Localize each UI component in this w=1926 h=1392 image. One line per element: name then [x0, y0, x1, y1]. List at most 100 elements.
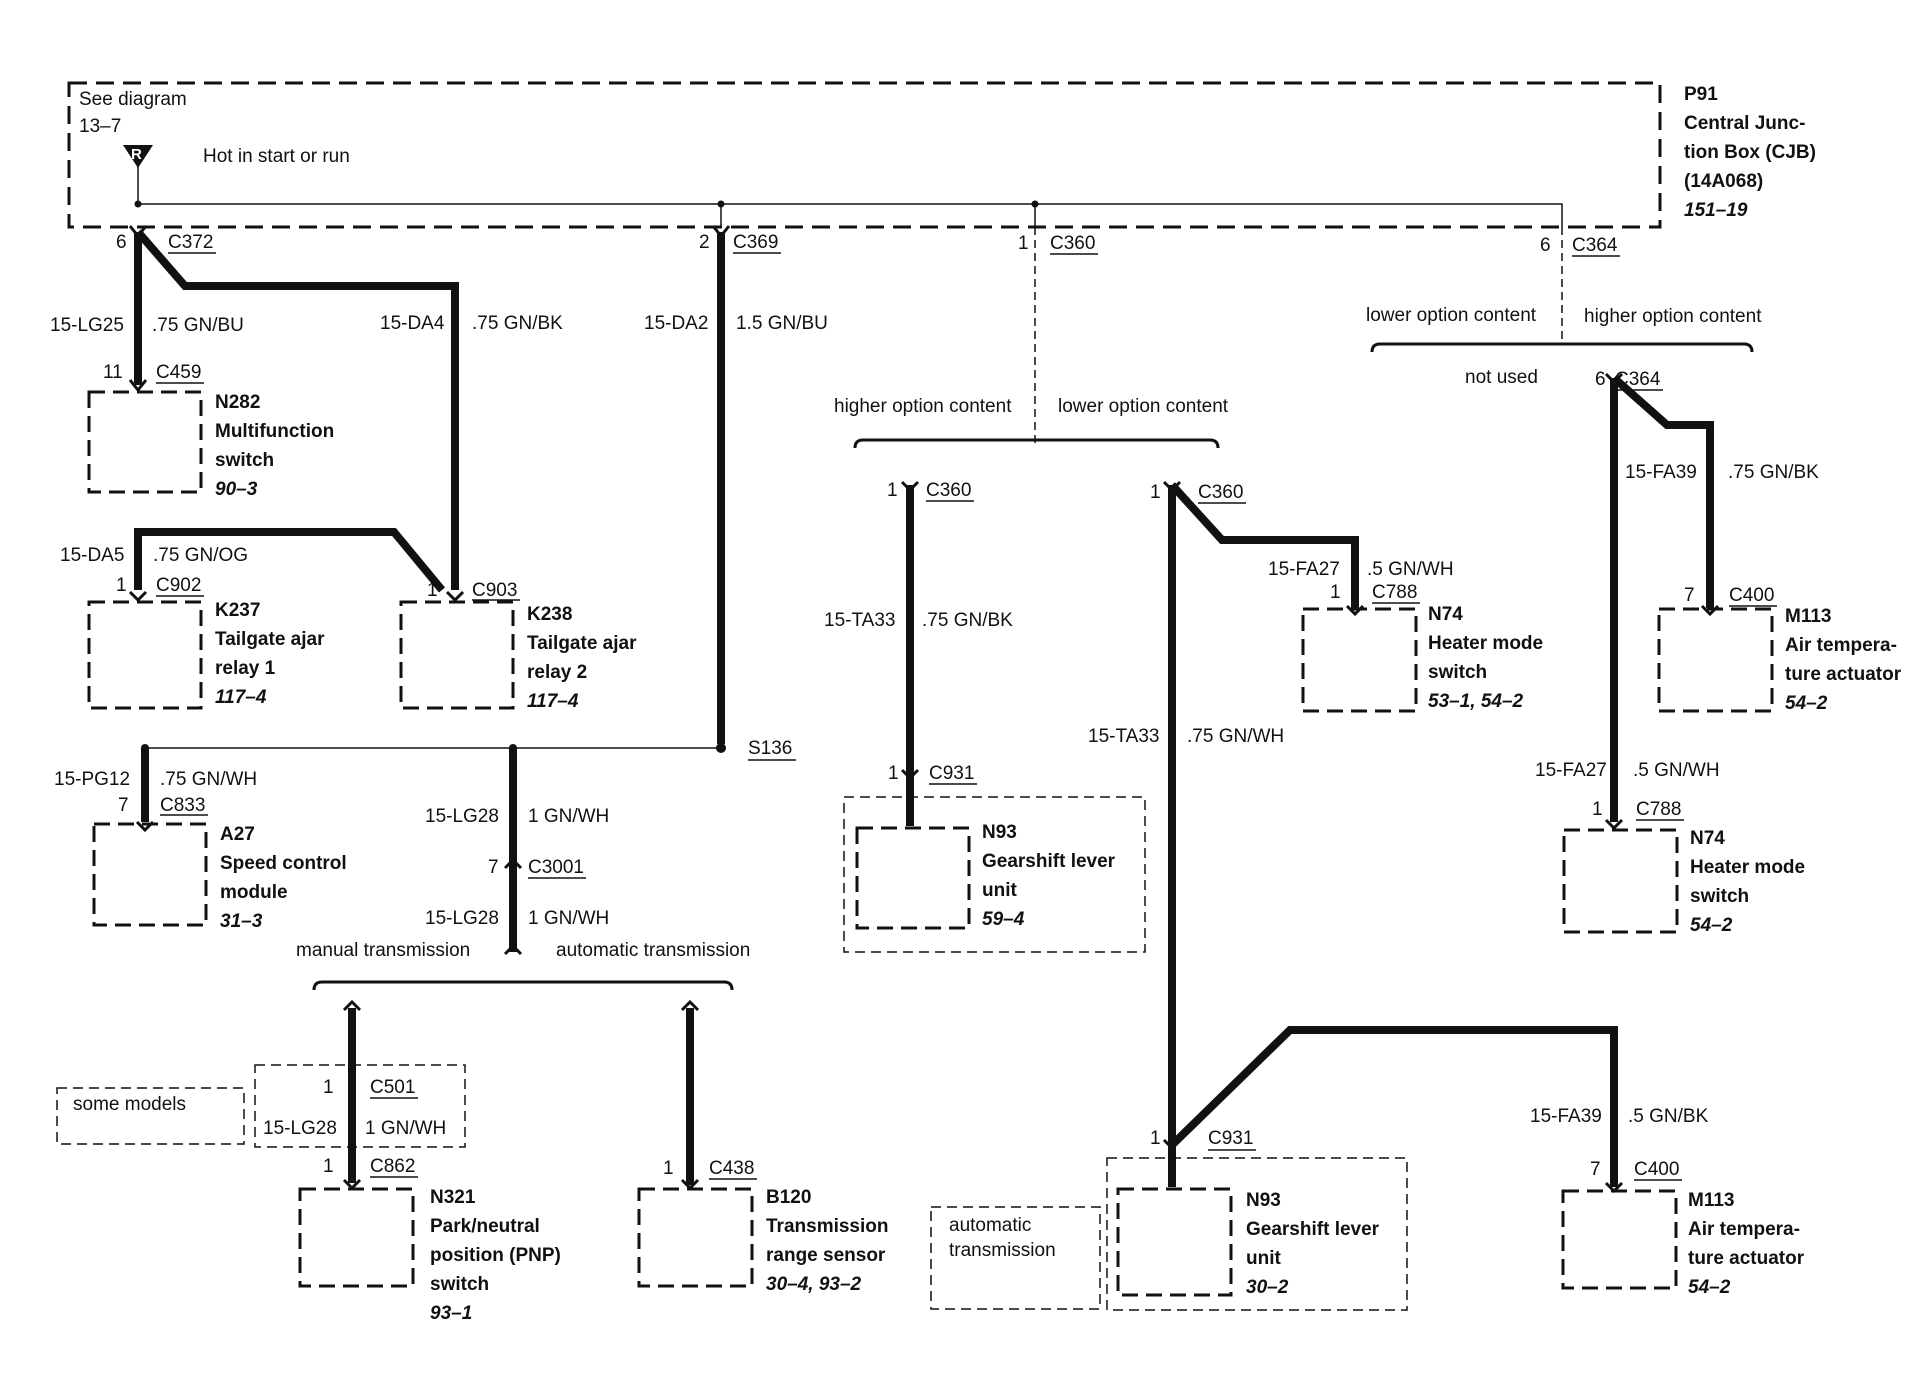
- wire-spec: 1 GN/WH: [528, 908, 610, 929]
- component-name: Air tempera-: [1785, 635, 1897, 656]
- component-name: Heater mode: [1428, 633, 1544, 654]
- pin-label: 1: [1330, 582, 1341, 603]
- box-n74-b: [1562, 828, 1679, 934]
- pin-label: 2: [699, 232, 710, 253]
- component-code: A27: [220, 824, 255, 845]
- cjb-ref: 151–19: [1684, 200, 1748, 221]
- connector-label: C862: [370, 1156, 416, 1177]
- pin-label: 1: [1018, 233, 1029, 254]
- enclosure-n93-b: [1106, 1157, 1408, 1311]
- component-name: unit: [982, 880, 1017, 901]
- component-b120: B120 Transmission range sensor 30–4, 93–…: [766, 1183, 889, 1299]
- component-name: Tailgate ajar: [215, 629, 325, 650]
- connector-label: C369: [733, 232, 779, 253]
- component-code: N74: [1690, 828, 1725, 849]
- connector-label: C3001: [528, 857, 584, 878]
- pin-label: 1: [887, 480, 898, 501]
- wire-spec: 1 GN/WH: [528, 806, 610, 827]
- wire-spec: 1.5 GN/BU: [736, 313, 828, 334]
- component-name: ture actuator: [1785, 664, 1902, 685]
- component-m113-a: M113 Air tempera- ture actuator 54–2: [1785, 602, 1901, 718]
- component-name: Multifunction: [215, 421, 335, 442]
- component-code: N282: [215, 392, 261, 413]
- component-ref: 53–1, 54–2: [1428, 691, 1524, 712]
- component-code: M113: [1688, 1190, 1735, 1211]
- cjb-code: P91: [1684, 84, 1718, 105]
- wire-spec: .5 GN/BK: [1628, 1106, 1709, 1127]
- component-a27: A27 Speed control module 31–3: [220, 820, 347, 936]
- pin-label: 7: [1590, 1159, 1601, 1180]
- component-name: Park/neutral: [430, 1216, 540, 1237]
- cjb-hot-text: Hot in start or run: [203, 146, 350, 167]
- component-ref: 117–4: [527, 691, 579, 712]
- wire-id: 15-FA27: [1535, 760, 1607, 781]
- component-n282: N282 Multifunction switch 90–3: [215, 388, 334, 504]
- splice-dot-3: [716, 743, 726, 753]
- connector-label: C400: [1729, 585, 1775, 606]
- component-ref: 30–4, 93–2: [766, 1274, 862, 1295]
- pin-label: 1: [323, 1077, 334, 1098]
- box-k237: [87, 600, 203, 710]
- component-ref: 54–2: [1688, 1277, 1731, 1298]
- component-n93-a: N93 Gearshift lever unit 59–4: [982, 818, 1115, 934]
- component-ref: 54–2: [1785, 693, 1828, 714]
- component-ref: 117–4: [215, 687, 267, 708]
- wire-spec: .5 GN/WH: [1367, 559, 1454, 580]
- fuse-letter: R: [131, 146, 142, 163]
- wire-id: 15-TA33: [1088, 726, 1160, 747]
- wire-id: 15-DA5: [60, 545, 125, 566]
- enclosure-n93-a: [843, 796, 1146, 953]
- component-name: Air tempera-: [1688, 1219, 1800, 1240]
- pin-label: 6: [1595, 369, 1606, 390]
- component-code: K237: [215, 600, 261, 621]
- cjb-part: (14A068): [1684, 171, 1764, 192]
- wire-id: 15-PG12: [54, 769, 131, 790]
- note-not-used: not used: [1465, 367, 1538, 388]
- option-manual: manual transmission: [296, 940, 471, 961]
- connector-label: C364: [1615, 369, 1661, 390]
- connector-label: C903: [472, 580, 518, 601]
- box-n93-b: [1116, 1187, 1233, 1297]
- pin-label: 1: [663, 1158, 674, 1179]
- component-n74-b: N74 Heater mode switch 54–2: [1690, 824, 1805, 940]
- wire-spec: .75 GN/BK: [1728, 462, 1819, 483]
- pin-label: 11: [103, 362, 123, 383]
- component-name: switch: [215, 450, 275, 471]
- pin-label: 7: [1684, 585, 1695, 606]
- wire-spec: 1 GN/WH: [365, 1118, 447, 1139]
- fuse-triangle-icon: [123, 145, 153, 168]
- component-code: N93: [1246, 1190, 1281, 1211]
- component-name: relay 1: [215, 658, 276, 679]
- wire-spec: .75 GN/BK: [922, 610, 1013, 631]
- option-branches: [1034, 227, 1563, 443]
- wire-id: 15-FA39: [1625, 462, 1697, 483]
- component-code: M113: [1785, 606, 1832, 627]
- wire-id: 15-FA27: [1268, 559, 1340, 580]
- pin-label: 1: [1150, 482, 1161, 503]
- component-ref: 30–2: [1246, 1277, 1289, 1298]
- box-a27: [92, 822, 208, 927]
- wire-spec: .75 GN/BU: [152, 315, 244, 336]
- note-automatic: automatic: [949, 1215, 1032, 1236]
- connector-label: C364: [1572, 235, 1618, 256]
- cjb-see-diagram: See diagram: [79, 89, 187, 110]
- enclosure-some-models: [56, 1087, 245, 1145]
- wire-spec: .75 GN/WH: [1187, 726, 1285, 747]
- component-code: N93: [982, 822, 1017, 843]
- splice-dot-2: [509, 744, 517, 752]
- component-name: switch: [430, 1274, 490, 1295]
- component-n74-a: N74 Heater mode switch 53–1, 54–2: [1428, 600, 1543, 716]
- bus-dot-3: [1031, 200, 1039, 208]
- connector-label: C833: [160, 795, 206, 816]
- component-code: N321: [430, 1187, 476, 1208]
- component-name: switch: [1690, 886, 1750, 907]
- component-m113-b: M113 Air tempera- ture actuator 54–2: [1688, 1186, 1804, 1302]
- enclosure-boxes: [56, 796, 1408, 1311]
- wire-id: 15-TA33: [824, 610, 896, 631]
- option-higher: higher option content: [834, 396, 1012, 417]
- cjb-label: P91 Central Junc- tion Box (CJB) (14A068…: [1684, 80, 1816, 225]
- component-ref: 93–1: [430, 1303, 473, 1324]
- component-n321: N321 Park/neutral position (PNP) switch …: [430, 1183, 561, 1328]
